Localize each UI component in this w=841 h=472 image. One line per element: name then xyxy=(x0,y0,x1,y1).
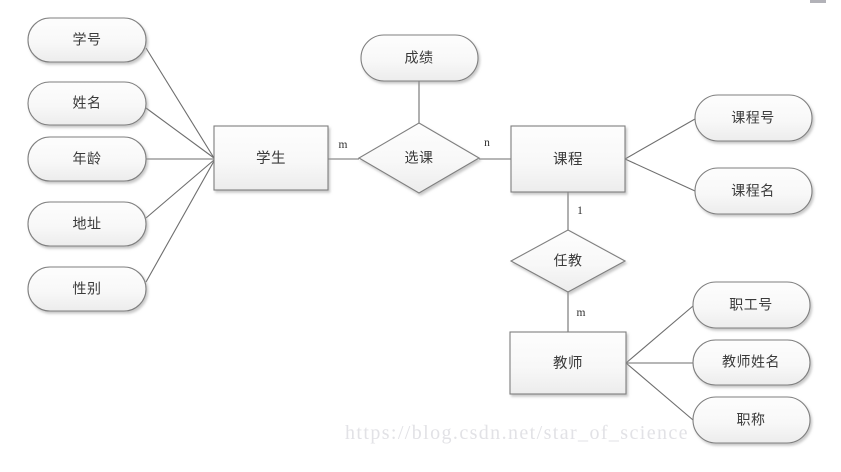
attribute-xuehao[interactable]: 学号 xyxy=(27,17,147,63)
attribute-label: 姓名 xyxy=(73,96,102,112)
cardinality-xuanke-course: n xyxy=(484,137,490,149)
entity-label: 教师 xyxy=(553,355,583,372)
attribute-shape[interactable] xyxy=(692,396,811,444)
attribute-xingbie[interactable]: 性别 xyxy=(27,266,147,312)
attribute-shape[interactable] xyxy=(27,266,147,312)
attribute-shape[interactable] xyxy=(692,339,811,386)
attribute-label: 课程名 xyxy=(731,184,775,200)
attribute-label: 性别 xyxy=(73,282,102,298)
attribute-shape[interactable] xyxy=(27,81,147,126)
entity-label: 学生 xyxy=(256,150,286,167)
attribute-label: 学号 xyxy=(73,33,102,49)
entity-student[interactable]: 学生 xyxy=(213,125,329,191)
attribute-shape[interactable] xyxy=(694,94,813,142)
entity-shape[interactable] xyxy=(509,331,627,395)
cardinality-student-xuanke: m xyxy=(339,139,348,151)
attribute-label: 教师姓名 xyxy=(722,355,780,371)
entity-teacher[interactable]: 教师 xyxy=(509,331,627,395)
edge-course-kechengming xyxy=(624,158,696,192)
connector-layer xyxy=(145,47,696,421)
attribute-shape[interactable] xyxy=(27,17,147,63)
attribute-shape[interactable] xyxy=(694,167,813,215)
attribute-chengji[interactable]: 成绩 xyxy=(360,34,479,82)
edge-xingbie-student xyxy=(145,160,215,283)
attribute-label: 职称 xyxy=(737,413,766,429)
relationship-label: 任教 xyxy=(554,254,583,270)
attribute-xingming[interactable]: 姓名 xyxy=(27,81,147,126)
edge-teacher-zhicheng xyxy=(625,362,694,421)
attribute-dizhi[interactable]: 地址 xyxy=(27,201,147,247)
relationship-shape[interactable] xyxy=(357,122,481,194)
attribute-label: 成绩 xyxy=(405,51,434,67)
relationship-xuanke[interactable]: 选课 xyxy=(357,122,481,194)
edge-course-kechenghao xyxy=(624,118,696,160)
edge-dizhi-student xyxy=(145,159,215,219)
attribute-kechengming[interactable]: 课程名 xyxy=(694,167,813,215)
edge-xuehao-student xyxy=(145,47,215,159)
edge-xingming-student xyxy=(145,107,215,159)
attribute-nianling[interactable]: 年龄 xyxy=(27,136,147,182)
relationship-shape[interactable] xyxy=(509,229,627,293)
attribute-zhigonghao[interactable]: 职工号 xyxy=(692,281,811,329)
attribute-jiaoshixingming[interactable]: 教师姓名 xyxy=(692,339,811,386)
watermark: https://blog.csdn.net/star_of_science xyxy=(345,422,689,444)
corner-mark xyxy=(810,0,826,3)
attribute-zhicheng[interactable]: 职称 xyxy=(692,396,811,444)
attribute-label: 课程号 xyxy=(731,111,775,127)
attribute-label: 地址 xyxy=(73,217,102,233)
relationship-renjiao[interactable]: 任教 xyxy=(509,229,627,293)
entity-shape[interactable] xyxy=(510,125,626,193)
entity-course[interactable]: 课程 xyxy=(510,125,626,193)
entity-shape[interactable] xyxy=(213,125,329,191)
attribute-label: 年龄 xyxy=(73,152,102,168)
cardinality-renjiao-teacher: m xyxy=(577,307,586,319)
attribute-shape[interactable] xyxy=(27,201,147,247)
edge-teacher-zhigonghao xyxy=(625,305,694,364)
attribute-shape[interactable] xyxy=(692,281,811,329)
cardinality-course-renjiao: 1 xyxy=(577,205,583,217)
attribute-shape[interactable] xyxy=(360,34,479,82)
attribute-kechenghao[interactable]: 课程号 xyxy=(694,94,813,142)
relationship-label: 选课 xyxy=(405,151,434,167)
attribute-shape[interactable] xyxy=(27,136,147,182)
attribute-label: 职工号 xyxy=(729,299,773,314)
entity-label: 课程 xyxy=(553,151,583,168)
